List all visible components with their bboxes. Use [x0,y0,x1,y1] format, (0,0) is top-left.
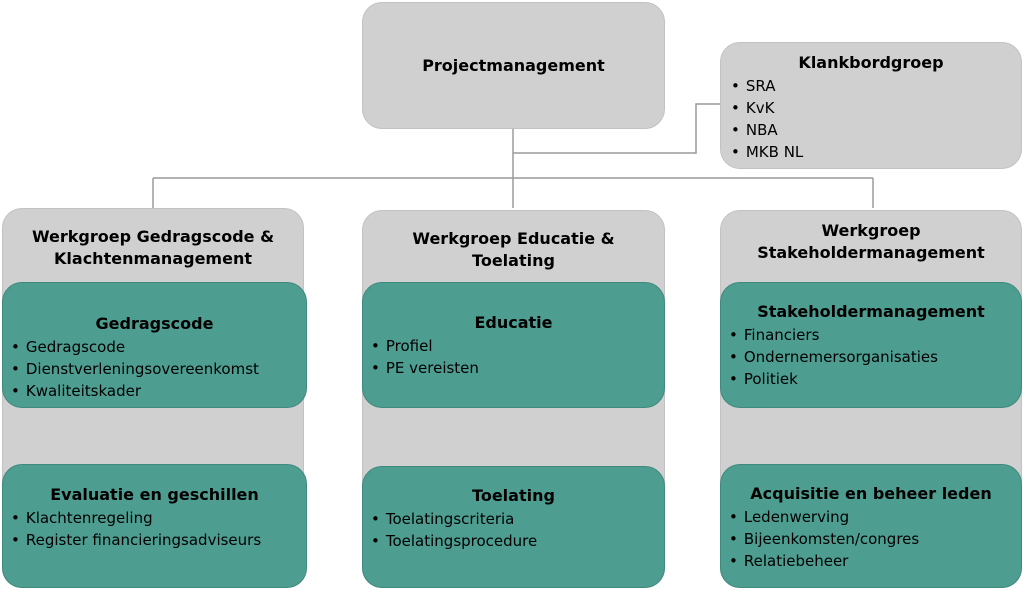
list-item: Politiek [729,368,1013,390]
title-line: Toelating [472,251,555,270]
list-item: Relatiebeheer [729,550,1013,572]
list-item: MKB NL [731,141,1021,163]
workgroup-education-title: Werkgroep Educatie & Toelating [363,228,664,272]
block-title: Acquisitie en beheer leden [750,484,992,503]
block-stakeholder-management: Stakeholdermanagement Financiers Onderne… [720,282,1022,408]
workgroup-conduct-title: Werkgroep Gedragscode & Klachtenmanageme… [3,226,303,270]
block-title: Gedragscode [95,314,214,333]
list-item: Financiers [729,324,1013,346]
title-line: Stakeholdermanagement [757,243,985,262]
title-line: Werkgroep Gedragscode & [31,227,275,246]
list-item: PE vereisten [371,357,656,379]
list-item: Gedragscode [11,336,298,358]
project-management-title: Projectmanagement [422,55,605,75]
block-list: Profiel PE vereisten [371,335,656,379]
block-evaluation-disputes: Evaluatie en geschillen Klachtenregeling… [2,464,307,588]
title-line: Klachtenmanagement [54,249,252,268]
block-acquisition-members: Acquisitie en beheer leden Ledenwerving … [720,464,1022,588]
sounding-board-title: Klankbordgroep [798,53,944,72]
block-list: Toelatingscriteria Toelatingsprocedure [371,508,656,552]
block-title: Stakeholdermanagement [757,302,985,321]
list-item: Toelatingsprocedure [371,530,656,552]
list-item: Profiel [371,335,656,357]
block-title: Evaluatie en geschillen [50,485,259,504]
list-item: Klachtenregeling [11,507,298,529]
project-management-box: Projectmanagement [362,2,665,129]
title-line: Werkgroep [821,221,921,240]
block-title: Toelating [472,486,555,505]
workgroup-stakeholder-title: Werkgroep Stakeholdermanagement [721,220,1021,264]
list-item: KvK [731,97,1021,119]
block-education: Educatie Profiel PE vereisten [362,282,665,408]
list-item: Toelatingscriteria [371,508,656,530]
block-list: Financiers Ondernemersorganisaties Polit… [729,324,1013,390]
sounding-board-box: Klankbordgroep SRA KvK NBA MKB NL [720,42,1022,169]
list-item: Register financieringsadviseurs [11,529,298,551]
list-item: Dienstverleningsovereenkomst [11,358,298,380]
connector-sounding-board [513,103,720,154]
list-item: Bijeenkomsten/congres [729,528,1013,550]
block-conduct-code: Gedragscode Gedragscode Dienstverlenings… [2,282,307,408]
list-item: SRA [731,75,1021,97]
block-title: Educatie [474,313,553,332]
list-item: Ledenwerving [729,506,1013,528]
list-item: Ondernemersorganisaties [729,346,1013,368]
sounding-board-list: SRA KvK NBA MKB NL [731,75,1021,163]
block-list: Klachtenregeling Register financieringsa… [11,507,298,551]
list-item: NBA [731,119,1021,141]
list-item: Kwaliteitskader [11,380,298,402]
block-list: Ledenwerving Bijeenkomsten/congres Relat… [729,506,1013,572]
title-line: Werkgroep Educatie & [412,229,615,248]
block-admission: Toelating Toelatingscriteria Toelatingsp… [362,466,665,588]
block-list: Gedragscode Dienstverleningsovereenkomst… [11,336,298,402]
